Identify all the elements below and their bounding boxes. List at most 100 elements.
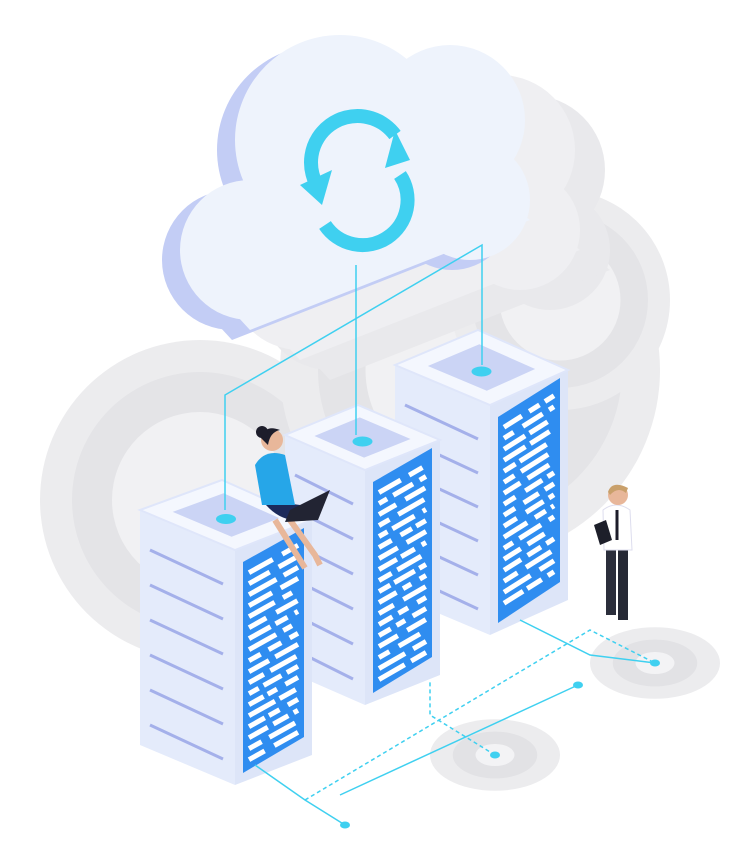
server-light bbox=[247, 632, 278, 652]
sync-arrowhead bbox=[385, 130, 410, 168]
server-light bbox=[418, 474, 428, 483]
server-light bbox=[502, 473, 516, 485]
server-light bbox=[247, 600, 276, 619]
server-light bbox=[409, 650, 428, 664]
server-light bbox=[247, 725, 269, 740]
sync-arrowhead bbox=[300, 170, 332, 205]
server-light bbox=[377, 502, 398, 517]
network-node-icon bbox=[490, 751, 500, 759]
network-node-icon bbox=[340, 821, 350, 829]
server-light bbox=[521, 411, 544, 429]
server-light bbox=[502, 430, 515, 441]
network-node-icon bbox=[352, 436, 373, 447]
person-with-laptop-icon bbox=[255, 426, 330, 570]
server-vent bbox=[149, 723, 224, 761]
server-light bbox=[502, 570, 519, 584]
server-light bbox=[502, 444, 527, 463]
server-light bbox=[377, 538, 393, 550]
server-light bbox=[538, 558, 556, 572]
server-light bbox=[546, 569, 556, 578]
server-light bbox=[502, 589, 525, 606]
server-racks bbox=[137, 328, 571, 785]
server-light bbox=[267, 640, 283, 652]
server-light bbox=[377, 545, 399, 561]
leg bbox=[618, 545, 628, 620]
server-light bbox=[274, 614, 289, 627]
server-light bbox=[274, 642, 300, 660]
wire bbox=[339, 684, 579, 796]
server-light bbox=[547, 514, 556, 523]
server-light bbox=[418, 562, 428, 571]
server-light bbox=[377, 649, 391, 660]
server-light bbox=[502, 461, 517, 474]
server-light bbox=[393, 568, 417, 585]
server-light bbox=[247, 557, 274, 575]
server-light bbox=[282, 623, 294, 633]
server-light bbox=[377, 590, 398, 605]
server-light bbox=[278, 687, 297, 701]
server-light bbox=[402, 584, 427, 602]
server-light bbox=[399, 526, 414, 538]
server-light bbox=[529, 429, 551, 446]
server-light bbox=[247, 686, 260, 696]
server-light bbox=[377, 517, 391, 528]
server-vent bbox=[294, 473, 354, 506]
server-light bbox=[247, 715, 267, 729]
server-light bbox=[502, 433, 527, 452]
server-vent bbox=[149, 583, 224, 621]
server-light bbox=[247, 658, 271, 674]
leg bbox=[272, 518, 308, 570]
people bbox=[255, 426, 633, 620]
server-light bbox=[377, 602, 396, 616]
server-light bbox=[547, 404, 556, 412]
server-vent bbox=[149, 653, 224, 691]
server-light bbox=[421, 507, 428, 514]
sync-arrow-arc bbox=[304, 109, 401, 195]
server-light bbox=[416, 595, 428, 605]
shirt bbox=[255, 452, 295, 505]
hair bbox=[608, 484, 628, 495]
server-light bbox=[411, 606, 428, 619]
server-light bbox=[546, 470, 556, 479]
server-light bbox=[281, 590, 294, 600]
server-light bbox=[266, 686, 279, 697]
server-light bbox=[377, 571, 393, 583]
server-light bbox=[527, 402, 541, 414]
server-light bbox=[411, 639, 428, 652]
server-light bbox=[414, 518, 428, 529]
server-light bbox=[407, 465, 424, 478]
server-light bbox=[502, 546, 523, 562]
server-light bbox=[247, 698, 277, 718]
server-light bbox=[247, 569, 271, 586]
wire bbox=[519, 619, 656, 664]
server-light bbox=[377, 529, 389, 539]
server-light bbox=[247, 651, 262, 663]
server-light bbox=[524, 549, 553, 570]
server-light bbox=[269, 654, 298, 673]
server-vent bbox=[149, 548, 224, 586]
server-light bbox=[247, 739, 263, 751]
server-light bbox=[522, 491, 541, 505]
server-light bbox=[262, 673, 283, 688]
server-light bbox=[526, 531, 546, 547]
server-light bbox=[247, 694, 265, 707]
server-light bbox=[392, 481, 415, 498]
server-light bbox=[502, 516, 519, 529]
server-light bbox=[247, 615, 268, 630]
server-light bbox=[282, 565, 300, 578]
leg bbox=[287, 518, 323, 567]
cloud-base bbox=[190, 175, 530, 330]
server-light bbox=[284, 675, 300, 687]
server-light bbox=[377, 626, 392, 638]
network-node-icon bbox=[216, 514, 236, 524]
server-light bbox=[502, 506, 517, 518]
server-light bbox=[420, 540, 428, 548]
server-light bbox=[288, 631, 300, 641]
leg bbox=[606, 545, 616, 615]
server-light bbox=[396, 554, 423, 573]
server-light bbox=[286, 697, 300, 708]
server-light bbox=[533, 508, 548, 520]
server-light bbox=[519, 452, 550, 474]
server-light bbox=[523, 478, 544, 493]
